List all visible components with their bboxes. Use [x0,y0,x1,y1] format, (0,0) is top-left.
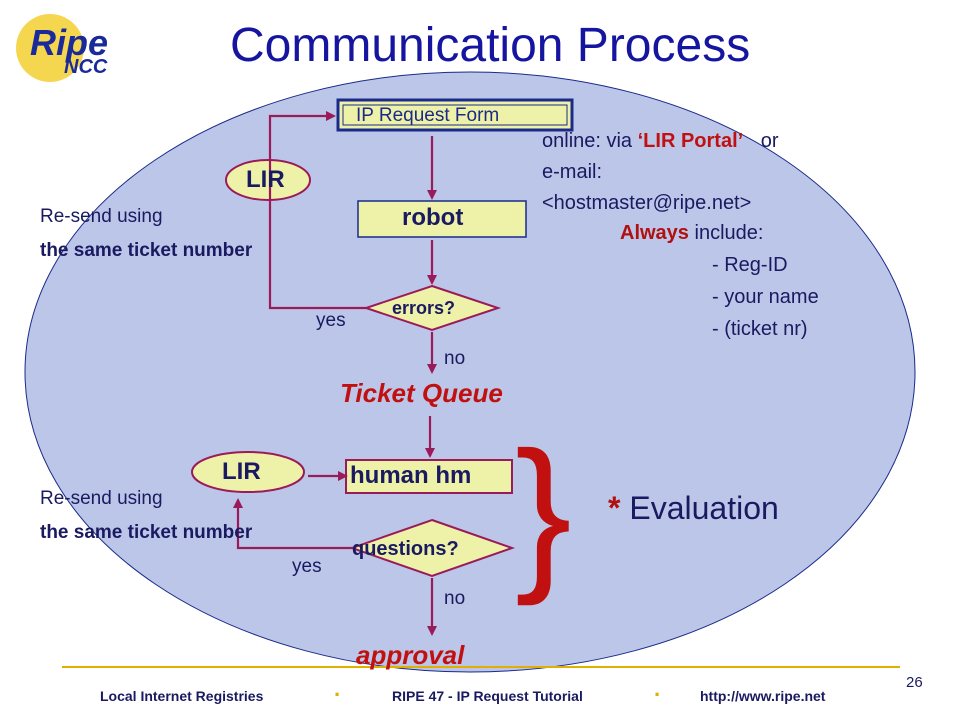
arrow-errors-yes-loop [268,111,366,310]
evaluation-star: * [608,490,621,526]
include-item-name: - your name [712,286,819,308]
no-bottom-label: no [444,588,466,609]
email-address: <hostmaster@ripe.net> [542,192,752,214]
ripe-logo-globe [16,14,84,82]
page-title: Communication Process [230,19,751,72]
resend-bottom-line2: the same ticket number [40,522,253,543]
include-item-ticket: - (ticket nr) [712,318,808,340]
online-line: online: via ‘LIR Portal’ or [542,130,779,153]
evaluation-line: * Evaluation [608,490,779,527]
resend-bottom-line1: Re-send using [40,488,163,509]
resend-top-line2: the same ticket number [40,240,253,261]
robot-label: robot [402,204,464,231]
robot-box [357,200,527,238]
footer-url-link[interactable]: http://www.ripe.net [700,688,826,704]
resend-top-line1: Re-send using [40,206,163,227]
online-prefix: online: via [542,130,633,152]
footer-dot-1: . [334,676,341,701]
lir-top-label: LIR [246,166,285,193]
always-include-line: Always include: [620,222,763,245]
request-form-label: IP Request Form [356,105,500,126]
evaluation-text: Evaluation [629,490,779,526]
human-box [345,459,513,494]
footer-dot-2: . [654,676,661,701]
human-label: human hm [350,462,472,489]
ripe-logo-text: Ripe [30,22,109,63]
yes-top-label: yes [316,310,346,331]
errors-label: errors? [392,298,456,318]
footer-center: RIPE 47 - IP Request Tutorial [392,688,583,704]
always-text: Always [620,222,689,244]
questions-label: questions? [352,538,459,560]
email-label: e-mail: [542,161,603,183]
errors-diamond [362,284,502,332]
include-item-reg-id: - Reg-ID [712,254,788,276]
page-number: 26 [906,674,923,691]
lir-bottom-ellipse [191,451,305,493]
footer-left: Local Internet Registries [100,688,264,704]
process-ellipse [24,71,916,673]
lir-top-ellipse [225,159,311,201]
ncc-logo-text: NCC [64,56,108,78]
or-text: or [760,130,779,152]
include-text: include: [694,222,764,244]
yes-bottom-label: yes [292,556,322,577]
arrow-questions-yes [233,498,352,550]
lir-portal-text: ‘LIR Portal’ [637,130,744,152]
lir-bottom-label: LIR [222,458,261,485]
ticket-queue-label: Ticket Queue [340,378,503,408]
no-top-label: no [444,348,466,369]
questions-diamond [348,518,516,578]
evaluation-brace: } [515,417,572,607]
approval-label: approval [356,640,465,670]
